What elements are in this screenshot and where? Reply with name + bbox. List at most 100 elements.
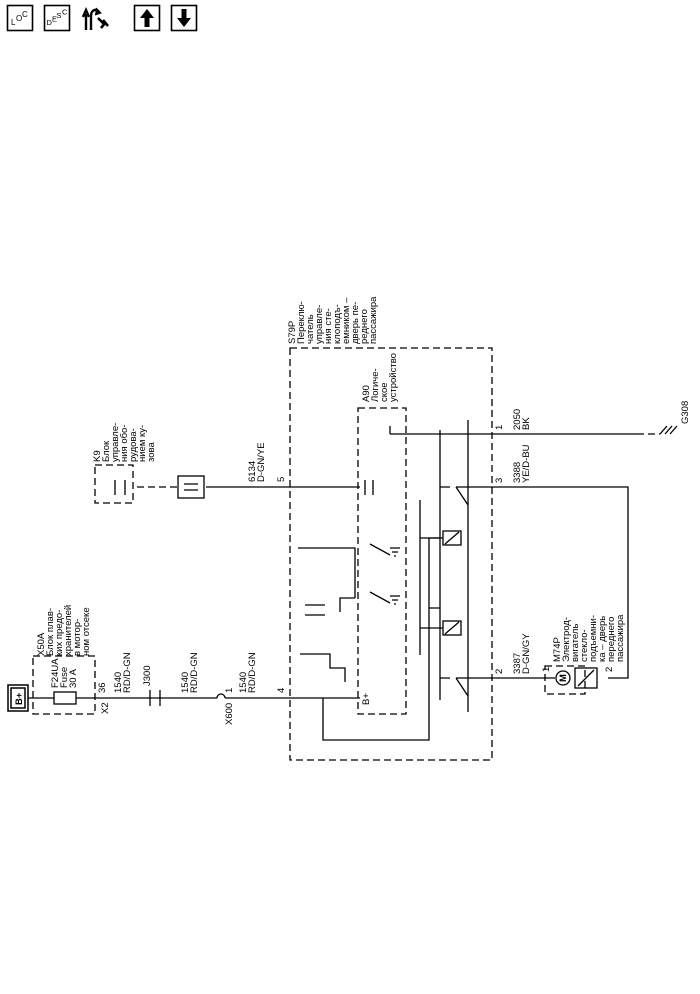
s79p-l4: ния сте-: [323, 308, 334, 344]
s79p-box: [289, 347, 493, 761]
wire-2050-label: 2050: [512, 409, 523, 430]
next-page-button[interactable]: [170, 4, 198, 32]
x600-label: X600: [224, 703, 235, 725]
s79p-l3: управле-: [314, 305, 325, 344]
fuse-block-l1: Блок плав-: [45, 608, 56, 656]
fuse-block-l3: хранителей: [63, 605, 74, 656]
data-flow-arrows-icon: [82, 6, 109, 30]
previous-page-button[interactable]: [133, 4, 161, 32]
a90-data-arrows: [364, 480, 374, 495]
dashed-boxes: [32, 347, 660, 761]
wire-1540-label-1: 1540: [113, 672, 124, 693]
wire-color-label-2: RD/D-GN: [189, 652, 200, 693]
m74p-l4: подъемни-: [588, 615, 599, 662]
fuse-block-l5: ном отсеке: [81, 607, 92, 656]
a90-l2: ское: [379, 382, 390, 402]
a90-id: A90: [361, 385, 372, 402]
k9-l5: нием ку-: [137, 425, 148, 462]
wire-color-label-3: RD/D-GN: [247, 652, 258, 693]
g308-label: G308: [680, 401, 691, 424]
wire-2050-color: BK: [521, 417, 532, 430]
data-flow-button[interactable]: [82, 4, 110, 32]
wire-1540-label-2: 1540: [180, 672, 191, 693]
coil-diagonals: [444, 531, 460, 635]
ground-g308-symbol: [659, 425, 678, 435]
loc-letter-3: C: [22, 10, 28, 19]
motor-sensor-diag: [577, 669, 595, 687]
battery-label: B+: [14, 692, 25, 705]
pin-5-label: 5: [276, 477, 287, 482]
k9-box: [94, 464, 134, 504]
pin-1-label: 1: [224, 688, 235, 693]
s79p-l1: Переклю-: [296, 301, 307, 344]
k9-arrows-lines: [114, 480, 126, 495]
a90-label: A90 Логиче- ское устройство: [361, 353, 399, 402]
m74p-label: M74P Электрод- вигатель стекло- подъемни…: [552, 614, 626, 662]
loc-icon: L O C: [6, 4, 34, 32]
wire-3388-color: YE/D-BU: [521, 444, 532, 483]
wire-3388: [456, 486, 629, 679]
connector-x600-arc: [216, 693, 226, 699]
a90-l3: устройство: [388, 353, 399, 402]
fuse-block-l4: в мотор-: [72, 619, 83, 656]
fuse-block-l2: ких предо-: [54, 610, 65, 656]
m74p-l5: ка – дверь: [597, 616, 608, 662]
description-view-button[interactable]: D E S C: [43, 4, 71, 32]
k9-id: K9: [92, 450, 103, 462]
wire-3388-label: 3388: [512, 462, 523, 483]
k9-l2: управле-: [110, 423, 121, 462]
m74p-l1: Электрод-: [561, 617, 572, 662]
location-view-button[interactable]: L O C: [6, 4, 34, 32]
s79p-l7: дверь пе-: [350, 302, 361, 344]
s79p-id: S79P: [287, 321, 298, 344]
motor-pin-2-label: 2: [604, 667, 615, 672]
fuse-f24ua: [53, 691, 77, 705]
wire-1540-label-3: 1540: [238, 672, 249, 693]
fuse-block-id: X50A: [36, 632, 47, 656]
pin-2-label: 2: [494, 669, 505, 674]
m74p-l6: переднего: [606, 617, 617, 662]
desc-icon: D E S C: [43, 4, 71, 32]
s79p-l2: чатель: [305, 314, 316, 344]
arrow-down-icon: [170, 4, 198, 32]
pin-36-label: 36: [97, 682, 108, 693]
m74p-l3: стекло-: [579, 629, 590, 662]
internal-logic-2: [300, 653, 346, 682]
switch-ground-2: [390, 595, 400, 605]
s79p-l8: реднего: [359, 309, 370, 344]
motor-pin-1-label: 1: [541, 667, 552, 672]
window-switch-blades: [369, 543, 391, 604]
arrow-up-icon: [133, 4, 161, 32]
j300-shape: [149, 690, 161, 706]
s79p-l5: клоподъ-: [332, 304, 343, 344]
a90-bplus-label: B+: [361, 693, 372, 705]
desc-letter-3: S: [57, 11, 62, 20]
wire-3387-label: 3387: [512, 653, 523, 674]
s79p-l6: емником –: [341, 297, 352, 344]
k9-l4: рудова-: [128, 428, 139, 462]
battery-inner-box: [10, 687, 26, 709]
wire-switch-feed: [322, 537, 440, 741]
pin-4-label: 4: [276, 688, 287, 693]
wire-6134-color: D-GN/YE: [256, 442, 267, 482]
k9-l6: зова: [146, 442, 157, 462]
m74p-l2: вигатель: [570, 624, 581, 662]
k9-l1: Блок: [101, 440, 112, 462]
data-link-arrows: [184, 483, 198, 491]
k9-label: K9 Блок управле- ния обо- рудова- нием к…: [92, 423, 157, 462]
m74p-box: [544, 665, 586, 695]
fuse-block-label: X50A Блок плав- ких предо- хранителей в …: [36, 605, 92, 656]
loc-letter-1: L: [11, 18, 16, 27]
relay-switch-blades: [455, 486, 469, 697]
fuse-l3: 30 A: [68, 668, 79, 688]
s79p-label: S79P Переклю- чатель управле- ния сте- к…: [287, 296, 379, 344]
motor-circle: [555, 670, 571, 686]
pin-1-ground-label: 1: [494, 425, 505, 430]
data-link-box: [177, 475, 205, 499]
fuse-id: F24UA: [50, 658, 61, 688]
a90-box: [357, 407, 407, 715]
wires: [28, 420, 678, 741]
desc-letter-2: E: [52, 15, 57, 24]
j300-label: J300: [142, 665, 153, 686]
